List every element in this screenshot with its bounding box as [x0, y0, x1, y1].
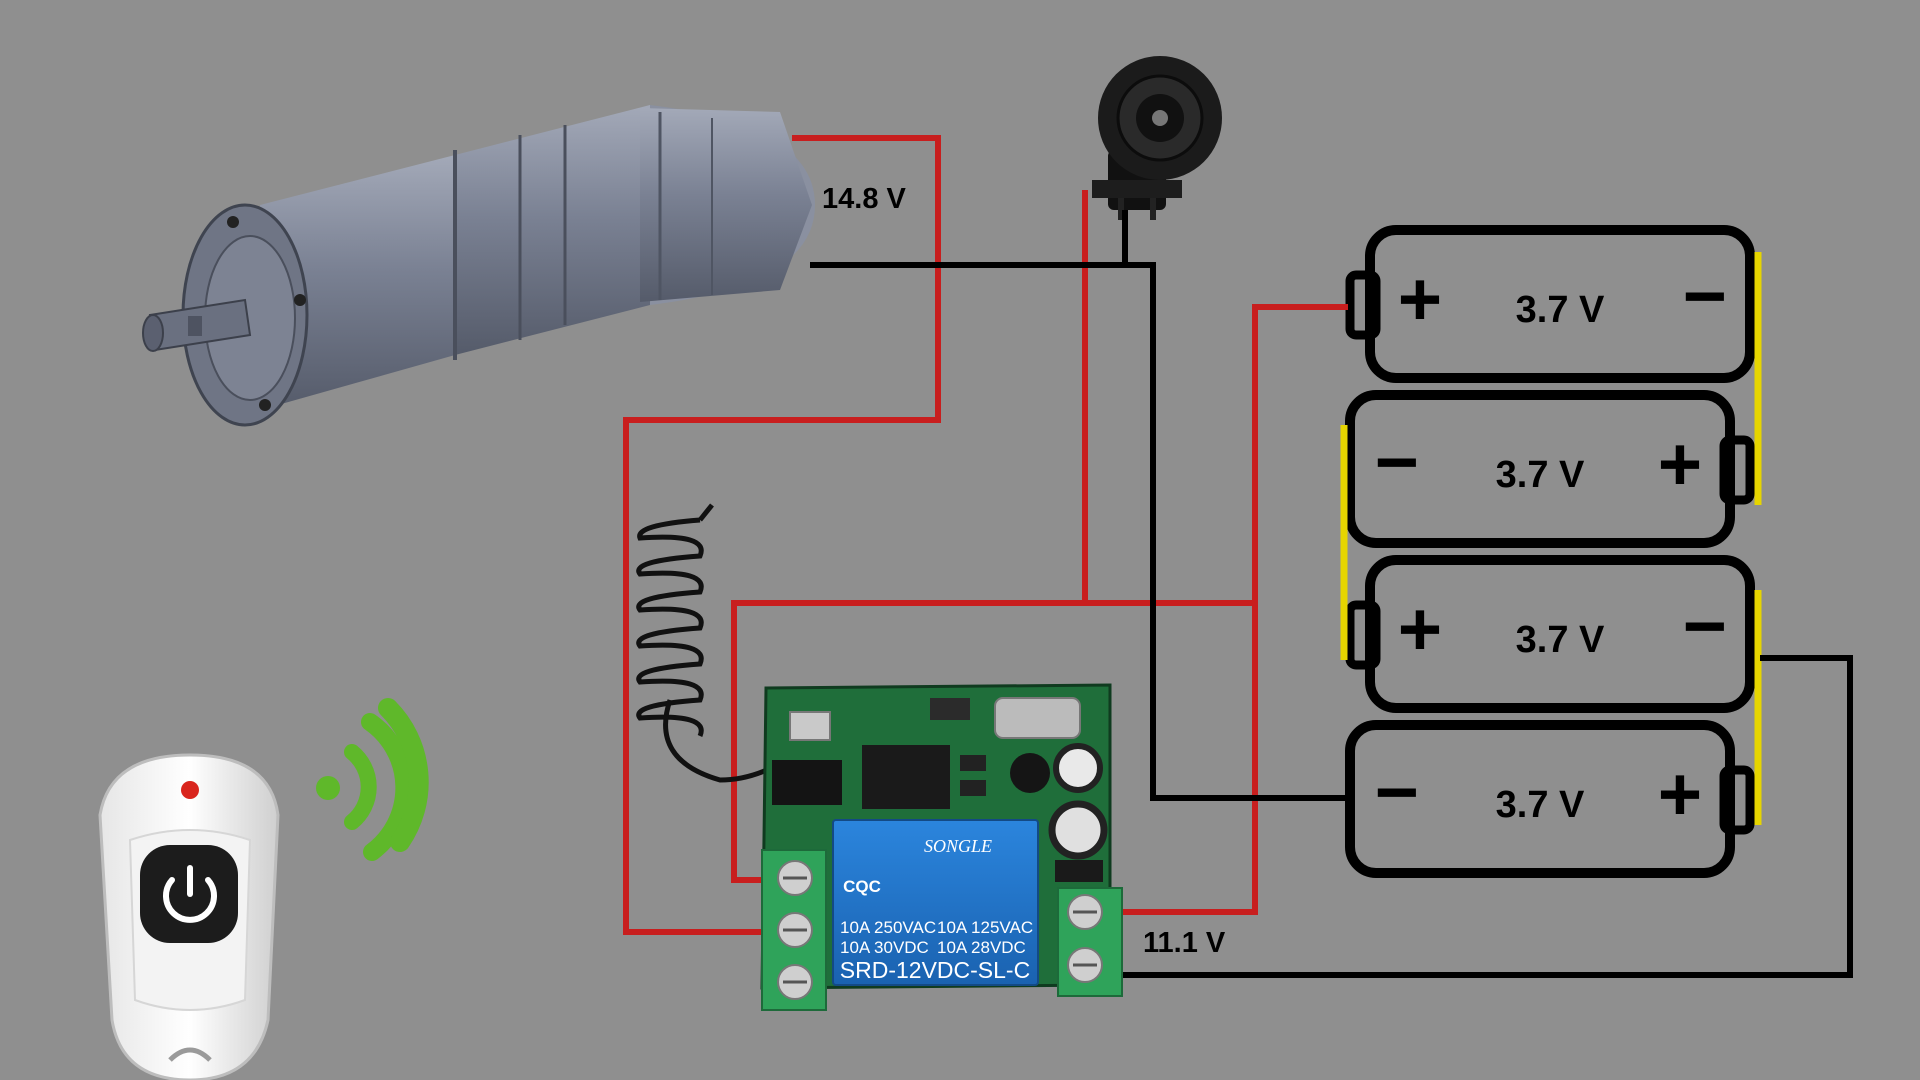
dc-jack — [1092, 56, 1222, 220]
battery-2-voltage: 3.7 V — [1496, 454, 1585, 496]
motor-voltage-label: 14.8 V — [822, 183, 906, 215]
relay-cert-mark: CQC — [843, 877, 881, 896]
battery-4-left-symbol: − — [1375, 750, 1419, 835]
relay-module: SONGLE CQC 10A 250VAC 10A 125VAC 10A 30V… — [760, 683, 1123, 1011]
relay-rating-4: 10A 28VDC — [937, 938, 1026, 957]
battery-1-voltage: 3.7 V — [1516, 289, 1605, 331]
relay-rating-2: 10A 125VAC — [937, 918, 1033, 937]
battery-3-voltage: 3.7 V — [1516, 619, 1605, 661]
battery-series-links — [1340, 252, 1762, 825]
relay-rating-3: 10A 30VDC — [840, 938, 929, 957]
battery-3-left-symbol: + — [1398, 587, 1442, 672]
battery-4-voltage: 3.7 V — [1496, 784, 1585, 826]
wireless-signal-icon — [316, 698, 429, 861]
battery-2: − 3.7 V + — [1345, 390, 1755, 548]
power-icon — [163, 865, 217, 923]
battery-2-right-symbol: + — [1658, 422, 1702, 507]
dc-motor — [142, 105, 815, 427]
negative-wires — [810, 210, 1853, 978]
battery-1: + 3.7 V − — [1345, 225, 1755, 383]
battery-3: + 3.7 V − — [1345, 555, 1755, 713]
relay-voltage-label: 11.1 V — [1143, 927, 1226, 959]
battery-4: − 3.7 V + — [1345, 720, 1755, 878]
positive-wires — [623, 135, 1348, 935]
battery-4-right-symbol: + — [1658, 752, 1702, 837]
remote-control — [98, 753, 280, 1080]
relay-rating-1: 10A 250VAC — [840, 918, 936, 937]
battery-2-left-symbol: − — [1375, 420, 1419, 505]
relay-model: SRD-12VDC-SL-C — [840, 957, 1030, 983]
battery-3-right-symbol: − — [1683, 584, 1727, 669]
battery-1-right-symbol: − — [1683, 254, 1727, 339]
relay-brand: SONGLE — [924, 836, 992, 856]
battery-1-left-symbol: + — [1398, 257, 1442, 342]
battery-pack: + 3.7 V − − 3.7 V + + 3.7 V − − 3.7 V + — [1340, 225, 1762, 878]
